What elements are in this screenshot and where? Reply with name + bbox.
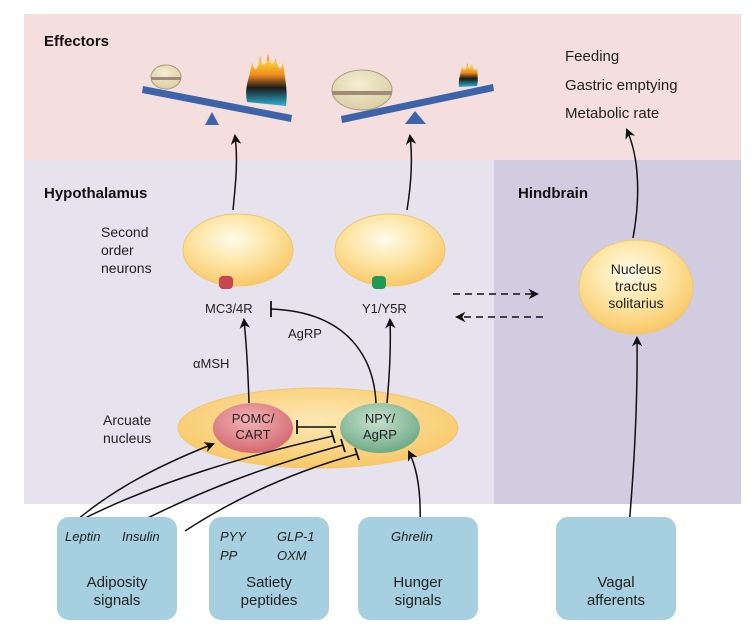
- pomc-label-1: POMC/: [231, 411, 275, 426]
- agrp-edge-label: AgRP: [288, 326, 322, 341]
- arcuate-label-1: Arcuate: [103, 412, 152, 428]
- second-order-neuron-y: [334, 213, 446, 287]
- vagal-label-2: afferents: [586, 592, 646, 609]
- arrow-npy-to-y: [385, 317, 396, 404]
- signal-ghrelin: Ghrelin: [391, 529, 433, 544]
- npy-label-2: AgRP: [363, 427, 397, 442]
- effect-feeding: Feeding: [565, 48, 620, 65]
- inhibit-satiety-to-npy: [184, 453, 358, 532]
- npy-agrp-neuron: [340, 403, 420, 453]
- satiety-label-1: Satiety: [246, 574, 292, 591]
- effect-metabolic-rate: Metabolic rate: [565, 105, 660, 122]
- arrow-ghrelin-to-npy: [408, 450, 421, 525]
- signal-glp1: GLP-1: [277, 529, 315, 544]
- effectors-title: Effectors: [44, 33, 110, 50]
- npy-label-1: NPY/: [364, 411, 396, 426]
- nts-label-2: tractus: [614, 278, 657, 294]
- inhibit-agrp-to-mc: [270, 308, 377, 404]
- mc-receptor-icon: [219, 276, 233, 289]
- food-small-icon: [150, 64, 182, 90]
- signal-oxm: OXM: [277, 548, 307, 563]
- seesaw-left-icon: [142, 54, 292, 125]
- amsh-edge-label: αMSH: [193, 356, 230, 371]
- arcuate-label-2: nucleus: [103, 430, 152, 446]
- inhibit-bar: [330, 429, 336, 444]
- arrow-leptin-to-pomc: [68, 442, 215, 528]
- vagal-label-1: Vagal: [597, 574, 635, 591]
- second-order-label-1: Second: [101, 224, 149, 240]
- effect-gastric-emptying: Gastric emptying: [565, 77, 678, 94]
- hunger-label-1: Hunger: [393, 574, 443, 591]
- y-receptor-label: Y1/Y5R: [362, 301, 407, 316]
- second-order-label-3: neurons: [101, 260, 152, 276]
- arrow-nts-to-effects: [625, 128, 639, 239]
- mc-receptor-label: MC3/4R: [205, 301, 253, 316]
- satiety-peptides-box: PYY GLP-1 PP OXM Satiety peptides: [209, 517, 329, 620]
- arrow-mc-to-effector: [230, 133, 242, 211]
- second-order-neuron-mc: [182, 213, 294, 287]
- nts-label-1: Nucleus: [610, 261, 662, 277]
- nts-neuron: [578, 239, 694, 335]
- satiety-label-2: peptides: [240, 592, 298, 609]
- food-large-icon: [331, 69, 393, 111]
- beam-left: [142, 86, 292, 122]
- flame-large-icon: [246, 54, 287, 106]
- hunger-signals-box: Ghrelin Hunger signals: [358, 517, 478, 620]
- adiposity-label-2: signals: [93, 592, 141, 609]
- y-receptor-icon: [372, 276, 386, 289]
- inhibit-insulin-to-npy: [121, 444, 344, 532]
- inhibit-leptin-to-npy: [78, 435, 334, 522]
- signal-leptin: Leptin: [65, 529, 101, 544]
- vagal-afferents-box: Vagal afferents: [556, 517, 676, 620]
- signal-insulin: Insulin: [122, 529, 160, 544]
- signal-pp: PP: [220, 548, 238, 563]
- fulcrum-left-icon: [205, 112, 219, 125]
- second-order-label-2: order: [101, 242, 134, 258]
- arrow-amsh: [239, 317, 251, 404]
- flame-small-icon: [458, 63, 478, 87]
- adiposity-signals-box: Leptin Insulin Adiposity signals: [57, 517, 177, 620]
- seesaw-right-icon: [331, 63, 494, 124]
- hunger-label-2: signals: [394, 592, 442, 609]
- pomc-cart-neuron: [213, 403, 293, 453]
- signal-pyy: PYY: [220, 529, 247, 544]
- arrow-y-to-effector: [405, 133, 417, 211]
- inhibit-bar: [340, 438, 346, 453]
- beam-right: [341, 84, 494, 123]
- fulcrum-right-icon: [405, 111, 426, 124]
- hypothalamus-title: Hypothalamus: [44, 185, 148, 202]
- pomc-label-2: CART: [235, 427, 271, 442]
- inhibit-bar: [354, 447, 360, 461]
- adiposity-label-1: Adiposity: [86, 574, 148, 591]
- nts-label-3: solitarius: [608, 295, 664, 311]
- hindbrain-title: Hindbrain: [518, 185, 588, 202]
